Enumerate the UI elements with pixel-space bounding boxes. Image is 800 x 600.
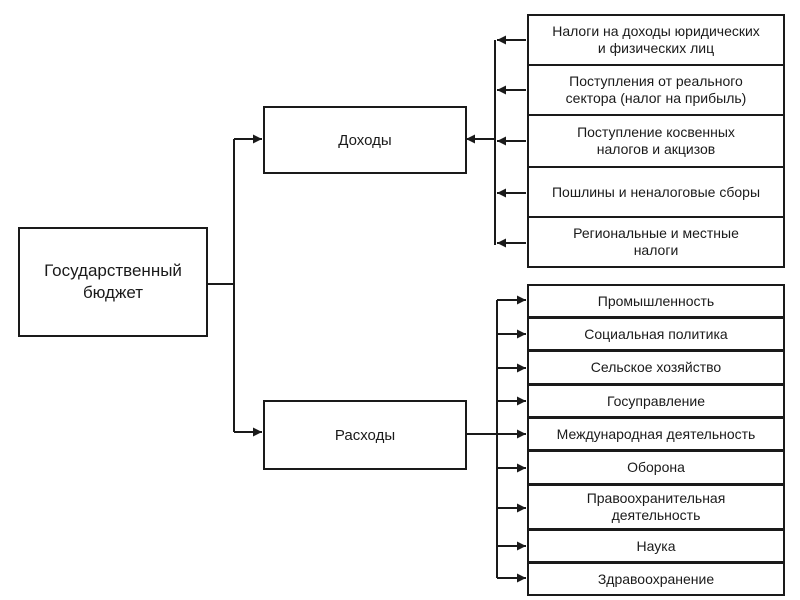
expenses-label: Расходы xyxy=(334,426,396,444)
expense-item: Промышленность xyxy=(527,284,785,318)
expense-item: Оборона xyxy=(527,450,785,485)
root-label: Государственный бюджет xyxy=(44,261,182,302)
income-item: Пошлины и неналоговые сборы xyxy=(527,166,785,218)
expense-item: Сельское хозяйство xyxy=(527,350,785,385)
income-node: Доходы xyxy=(263,106,467,174)
expense-item: Наука xyxy=(527,529,785,563)
expense-item: Правоохранительная деятельность xyxy=(527,484,785,530)
expense-item: Международная деятельность xyxy=(527,417,785,451)
income-item: Поступления от реального сектора (налог … xyxy=(527,64,785,116)
expenses-node: Расходы xyxy=(263,400,467,470)
expense-item: Социальная политика xyxy=(527,317,785,351)
expense-item: Здравоохранение xyxy=(527,562,785,596)
income-label: Доходы xyxy=(338,131,392,149)
expense-item: Госуправление xyxy=(527,384,785,418)
income-item: Поступление косвенных налогов и акцизов xyxy=(527,114,785,168)
income-item: Налоги на доходы юридических и физически… xyxy=(527,14,785,66)
income-item: Региональные и местные налоги xyxy=(527,216,785,268)
root-node: Государственный бюджет xyxy=(18,227,208,337)
